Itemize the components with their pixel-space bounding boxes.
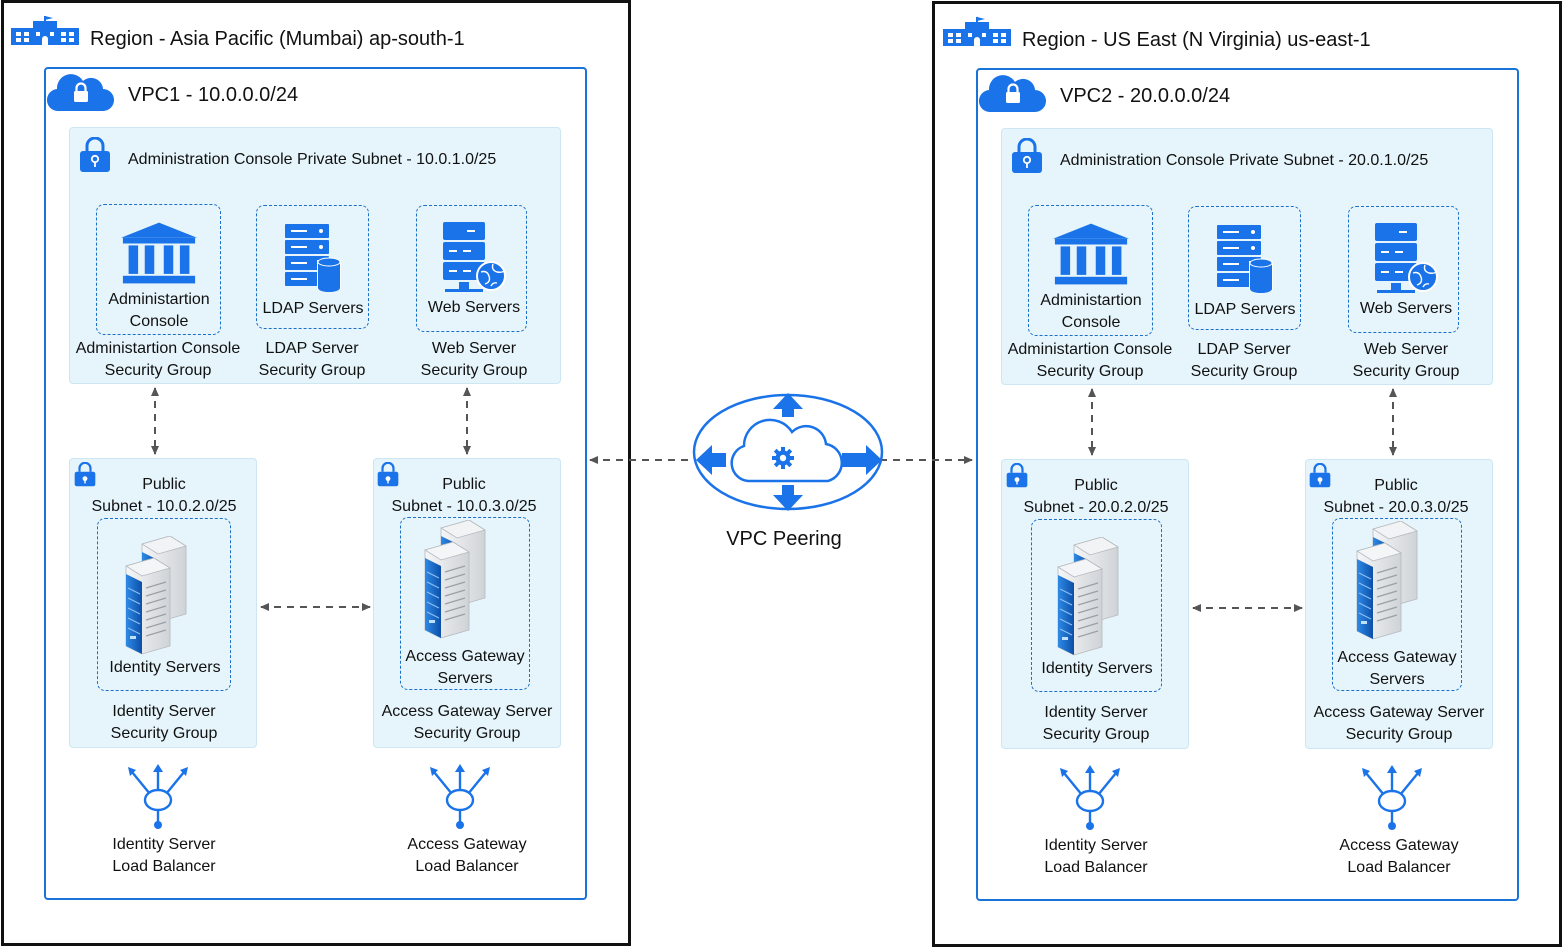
web-servers-label: Web Servers (427, 299, 521, 316)
region-ap-south-1 (1, 0, 631, 946)
admin-console-sg-box (1028, 205, 1153, 336)
gateway-sg-box (1332, 518, 1462, 691)
gateway-sg-box (400, 517, 530, 690)
region-us-east-1 (932, 1, 1562, 947)
web-sg-box (416, 205, 527, 332)
ldap-servers-label: LDAP Servers (262, 300, 364, 317)
vpc-title: VPC1 - 10.0.0.0/24 (128, 84, 299, 106)
identity-servers-label: Identity Servers (109, 659, 221, 676)
identity-servers-label: Identity Servers (1041, 660, 1153, 677)
region-title: Region - Asia Pacific (Mumbai) ap-south-… (90, 28, 465, 50)
web-servers-label: Web Servers (1359, 300, 1453, 317)
ldap-sg-box (1188, 206, 1301, 330)
private-subnet-title: Administration Console Private Subnet - … (128, 151, 497, 168)
admin-console-sg-box (96, 204, 221, 335)
web-sg-box (1348, 206, 1459, 333)
ldap-servers-label: LDAP Servers (1194, 301, 1296, 318)
vpc1-container (44, 67, 587, 900)
private-subnet-title: Administration Console Private Subnet - … (1060, 152, 1429, 169)
identity-sg-box (97, 518, 231, 691)
vpc-peering-label: VPC Peering (726, 528, 842, 550)
region-title: Region - US East (N Virginia) us-east-1 (1022, 29, 1371, 51)
vpc-title: VPC2 - 20.0.0.0/24 (1060, 85, 1231, 107)
vpc-peering-icon (692, 393, 884, 511)
identity-sg-box (1031, 519, 1162, 692)
ldap-sg-box (256, 205, 369, 329)
vpc2-container (976, 68, 1519, 901)
